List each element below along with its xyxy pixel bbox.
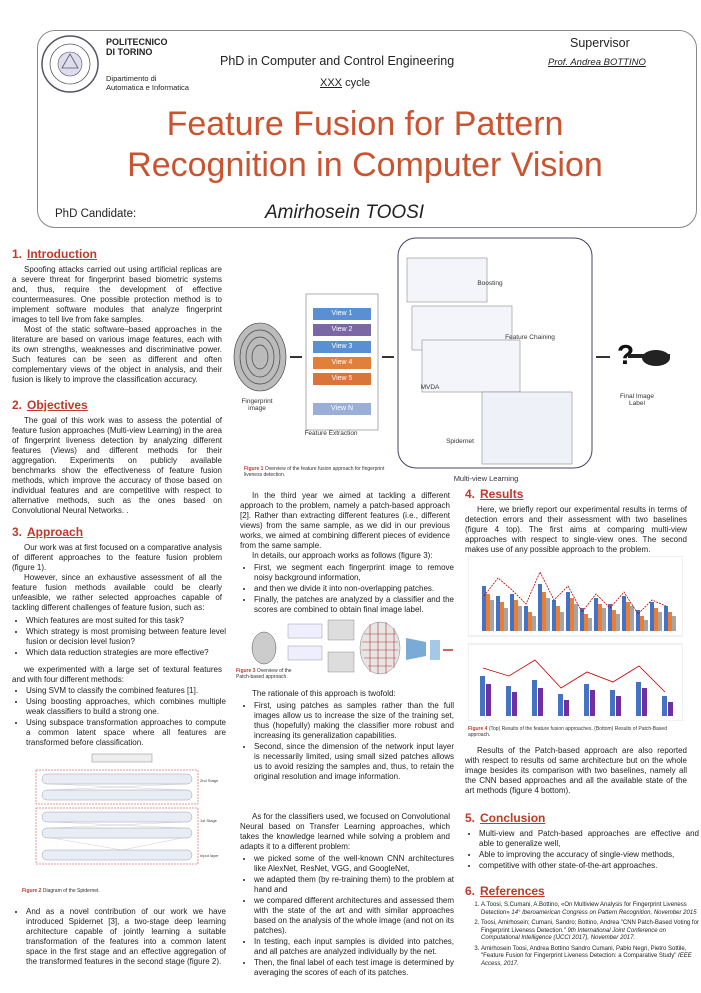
- view-5-block: View 5: [313, 373, 371, 385]
- objectives-text: The goal of this work was to assess the …: [12, 416, 222, 515]
- references-heading: 6.References: [465, 884, 545, 898]
- svg-text:2nd Stage: 2nd Stage: [200, 778, 219, 783]
- patch-approach-text: In the third year we aimed at tackling a…: [240, 491, 450, 560]
- reference-item: Amirhosein Toosi, Andrea Bottino Sandro …: [481, 946, 699, 969]
- cnn-list: we picked some of the well-known CNN arc…: [240, 854, 454, 979]
- objectives-heading: 2.Objectives: [12, 398, 88, 412]
- university-seal-logo: [41, 35, 99, 93]
- spidernet-contribution: And as a novel contribution of our work …: [12, 907, 226, 968]
- reference-item: A.Toosi, S.Cumani, A.Bottino, «On Multiv…: [481, 902, 699, 917]
- fig1-multiview-label: Multi-view Learning: [453, 474, 519, 483]
- fig2-caption: Figure 2 Diagram of the Spidernet.: [22, 888, 100, 894]
- references-list: A.Toosi, S.Cumani, A.Bottino, «On Multiv…: [465, 902, 699, 971]
- patch-steps: First, we segment each fingerprint image…: [240, 563, 454, 616]
- view-3-block: View 3: [313, 341, 371, 353]
- approach-text-2: we experimented with a large set of text…: [12, 665, 222, 684]
- fig1-mvda-label: MVDA: [420, 384, 440, 391]
- fig3-caption: Figure 3 Overview of the Patch-based app…: [236, 668, 292, 680]
- fig1-caption: Figure 1 Overview of the feature fusion …: [244, 466, 385, 478]
- program-title: PhD in Computer and Control Engineering: [220, 54, 455, 68]
- results-heading: 4.Results: [465, 487, 524, 501]
- fig1-fingerprint-label: Fingerprint image: [241, 398, 273, 412]
- fig1-boosting-label: Boosting: [477, 280, 503, 287]
- conclusion-list: Multi-view and Patch-based approaches ar…: [465, 829, 699, 872]
- supervisor-name: Prof. Andrea BOTTINO: [548, 57, 646, 68]
- approach-methods: Using SVM to classify the combined featu…: [12, 686, 226, 749]
- candidate-label: PhD Candidate:: [55, 208, 137, 220]
- header-frame: [37, 30, 697, 228]
- view-2-block: View 2: [313, 324, 371, 336]
- fig4-caption: Figure 4 (Top) Results of the feature fu…: [468, 726, 667, 738]
- intro-heading: 1.Introduction: [12, 247, 97, 261]
- svg-text:1st Stage: 1st Stage: [200, 818, 218, 823]
- intro-text: Spoofing attacks carried out using artif…: [12, 265, 222, 384]
- results-text-2: Results of the Patch-based approach are …: [465, 746, 687, 795]
- rationale-list: First, using patches as samples rather t…: [240, 701, 454, 783]
- fig1-final-label: Final Image Label: [620, 393, 654, 407]
- results-charts: [468, 556, 683, 721]
- view-1-block: View 1: [313, 308, 371, 320]
- approach-text-1: Our work was at first focused on a compa…: [12, 543, 222, 612]
- conclusion-heading: 5.Conclusion: [465, 811, 546, 825]
- supervisor-label: Supervisor: [570, 36, 630, 50]
- candidate-name: Amirhosein TOOSI: [265, 202, 425, 223]
- svg-text:Input layer: Input layer: [200, 853, 219, 858]
- svg-text:?: ?: [617, 339, 634, 370]
- rationale-intro: The rationale of this approach is twofol…: [252, 689, 396, 698]
- view-4-block: View 4: [313, 357, 371, 369]
- fig1-extraction-label: Feature Extraction: [304, 430, 358, 437]
- fig1-spidernet-label: Spidernet: [446, 438, 474, 445]
- results-text-1: Here, we briefly report our experimental…: [465, 505, 687, 554]
- patch-based-diagram: [251, 619, 453, 675]
- view-n-block: View N: [313, 403, 371, 415]
- approach-questions: Which features are most suited for this …: [12, 616, 226, 659]
- cycle-label: XXX cycle: [320, 77, 371, 89]
- reference-item: Toosi, Amirhosein; Cumani, Sandro; Botti…: [481, 920, 699, 943]
- approach-heading: 3.Approach: [12, 525, 84, 539]
- classifiers-text: As for the classifiers used, we focused …: [240, 812, 450, 851]
- fig1-chaining-label: Feature Chaining: [505, 334, 555, 341]
